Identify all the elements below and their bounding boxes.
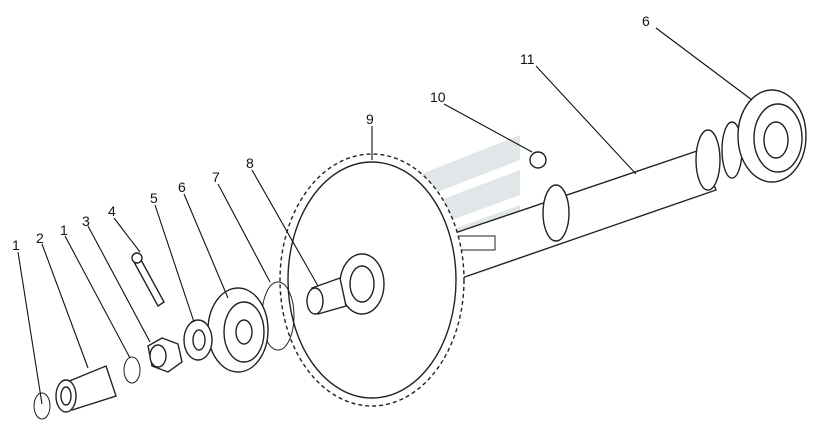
needle-bushing-part	[55, 365, 117, 413]
ball-part	[529, 151, 547, 169]
callout-10: 10	[430, 89, 446, 105]
washer-part	[183, 319, 213, 361]
callout-labels: 1 2 1 3 4 5 6 7 8 9 10 11 6	[12, 13, 650, 253]
callout-9: 9	[366, 111, 374, 127]
bearing-left-part	[207, 287, 269, 373]
callout-6-left: 6	[178, 179, 186, 195]
retaining-ring-left-part	[33, 392, 51, 420]
retaining-ring-mid-part	[123, 356, 141, 384]
shaft-part	[437, 121, 743, 281]
callout-5: 5	[150, 190, 158, 206]
callout-6-right: 6	[642, 13, 650, 29]
callout-2: 2	[36, 230, 44, 246]
callout-1-mid: 1	[60, 222, 68, 238]
leader-lines	[17, 27, 753, 405]
callout-11: 11	[520, 51, 535, 67]
callout-8: 8	[246, 155, 254, 171]
bearing-right-part	[737, 89, 807, 183]
bushing-part	[306, 277, 347, 315]
gear-part	[279, 153, 465, 407]
callout-3: 3	[82, 213, 90, 229]
callout-1-left: 1	[12, 237, 20, 253]
callout-4: 4	[108, 203, 116, 219]
castle-nut-part	[147, 337, 183, 373]
cotter-pin-part	[131, 252, 165, 308]
callout-7: 7	[212, 169, 220, 185]
